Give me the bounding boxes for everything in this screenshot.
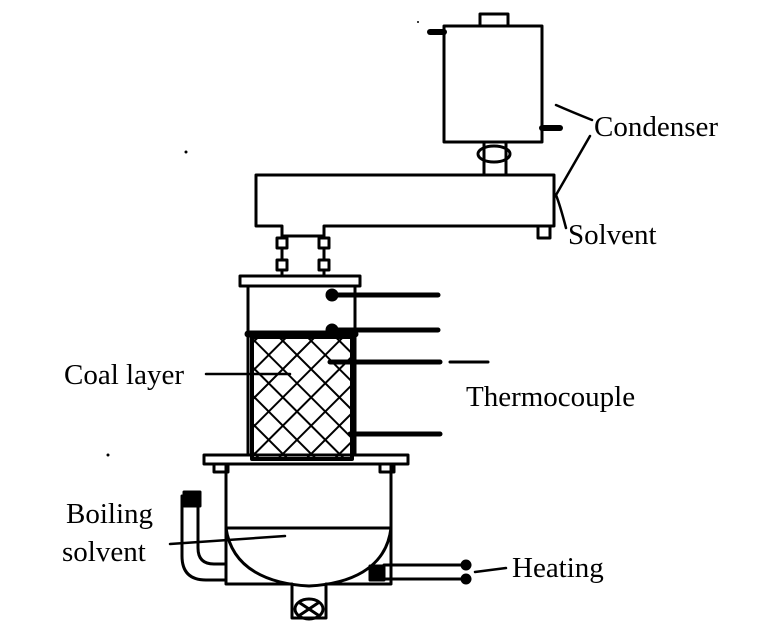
label-boiling-solvent: solvent bbox=[62, 536, 146, 568]
boiler bbox=[224, 462, 393, 620]
label-heating: Heating bbox=[512, 552, 604, 584]
side-arm bbox=[180, 490, 228, 582]
label-boiling: Boiling bbox=[66, 498, 154, 530]
label-thermocouple: Thermocouple bbox=[466, 381, 636, 413]
solvent-pipe bbox=[254, 173, 556, 240]
label-coal-layer: Coal layer bbox=[64, 359, 184, 391]
connector-neck bbox=[275, 234, 331, 278]
leader-lines bbox=[168, 103, 594, 574]
heating-connector bbox=[368, 559, 472, 585]
coal-layer bbox=[250, 335, 354, 461]
thermocouple-rods bbox=[325, 288, 490, 437]
drain-valve bbox=[293, 597, 325, 621]
label-condenser: Condenser bbox=[594, 111, 719, 143]
condenser bbox=[427, 12, 563, 177]
extraction-column bbox=[238, 274, 362, 457]
label-solvent: Solvent bbox=[568, 219, 657, 251]
scan-specks bbox=[106, 21, 419, 457]
flange bbox=[202, 453, 410, 474]
